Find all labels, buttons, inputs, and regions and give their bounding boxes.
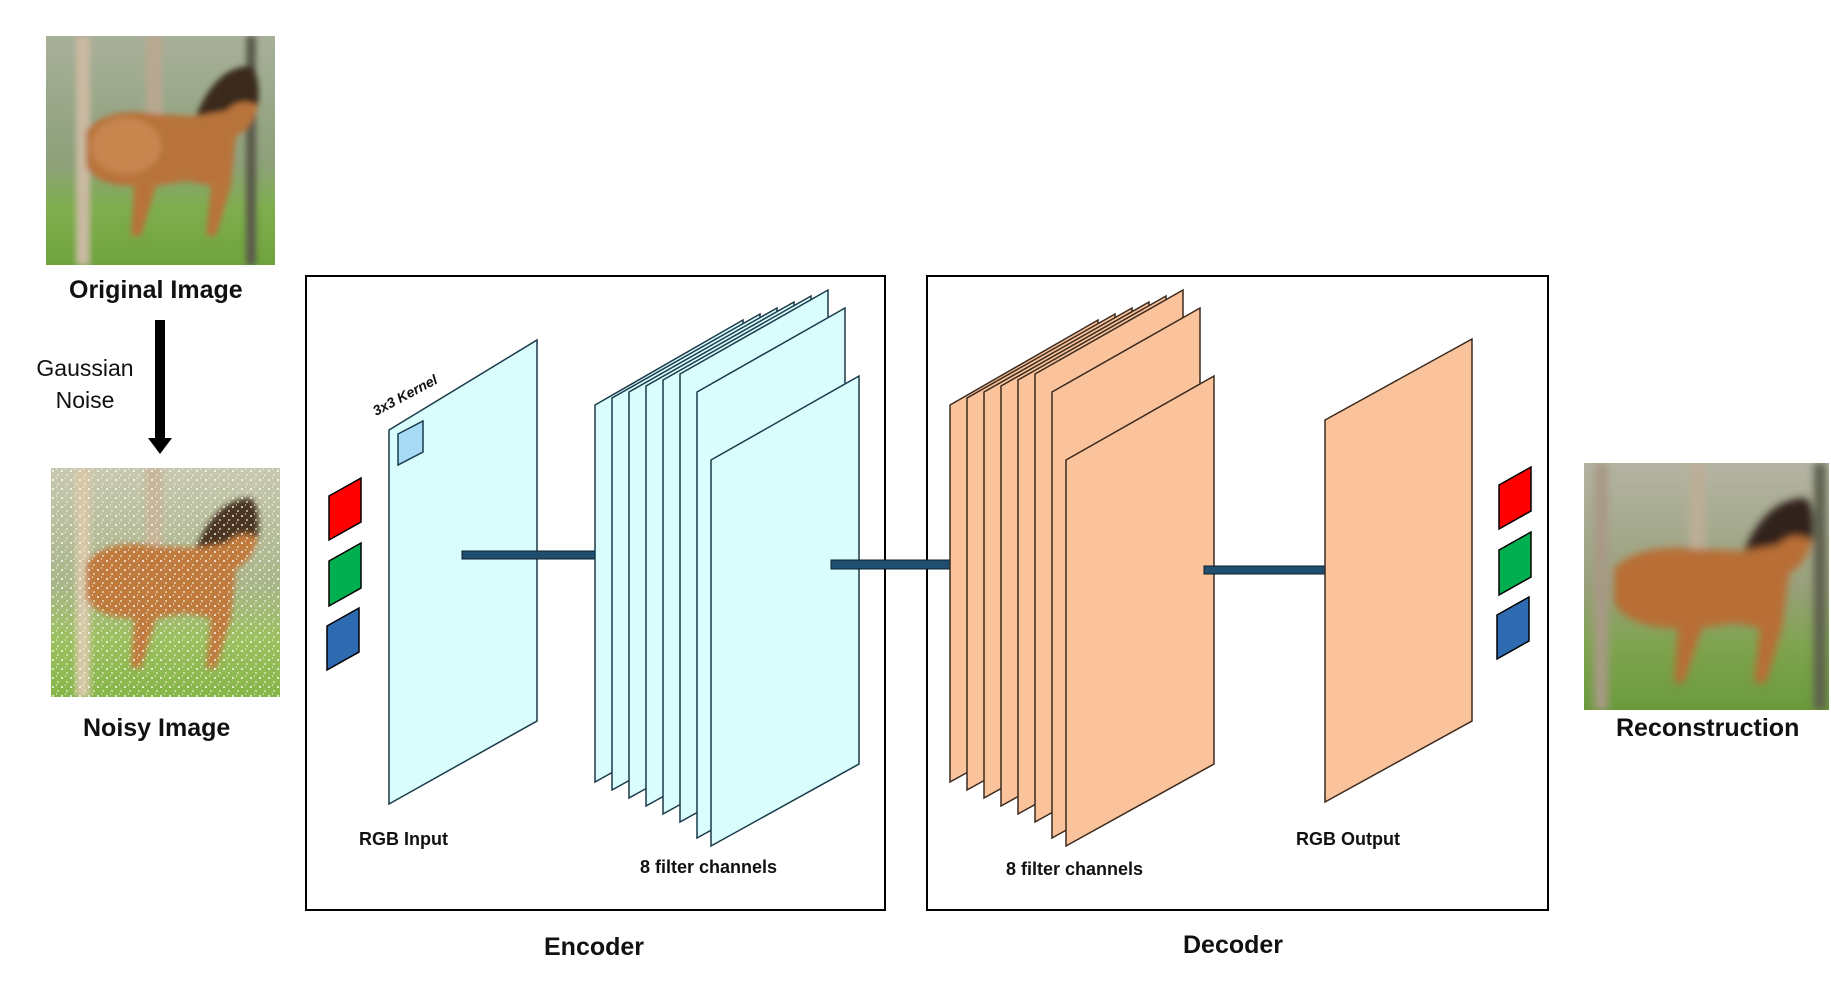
encoder-box <box>305 275 886 911</box>
output-channel-blue <box>1496 595 1530 661</box>
input-channel-blue <box>326 606 360 672</box>
output-channel-green <box>1498 530 1532 597</box>
rgb-input-label: RGB Input <box>359 829 448 849</box>
reconstruction-label: Reconstruction <box>1616 714 1800 742</box>
original-image-photo <box>46 36 275 265</box>
decoder-channels-label: 8 filter channels <box>1006 859 1144 879</box>
decoder-label: Decoder <box>1183 931 1284 959</box>
rgb-input-plane <box>388 338 538 806</box>
input-channel-red <box>328 476 362 542</box>
gaussian-noise-label: Gaussian Noise <box>29 352 141 416</box>
noisy-image-label: Noisy Image <box>83 714 231 742</box>
input-channel-green <box>328 541 362 608</box>
reconstruction-photo <box>1584 463 1829 710</box>
encoder-label: Encoder <box>544 933 645 961</box>
decoder-box <box>926 275 1549 911</box>
output-channel-red <box>1498 465 1532 531</box>
kernel-square <box>397 419 424 467</box>
encoder-filter-stack <box>594 288 860 848</box>
noisy-image-photo <box>51 468 280 697</box>
rgb-output-label: RGB Output <box>1296 829 1400 849</box>
gaussian-noise-line1: Gaussian <box>36 355 134 381</box>
rgb-output-plane <box>1324 337 1473 804</box>
decoder-filter-stack <box>949 288 1215 848</box>
original-image-label: Original Image <box>69 276 243 304</box>
encoder-channels-label: 8 filter channels <box>640 857 778 877</box>
gaussian-noise-arrow <box>148 320 172 454</box>
gaussian-noise-line2: Noise <box>55 387 115 413</box>
encoder-connector <box>461 550 597 560</box>
decoder-connector <box>1203 565 1326 575</box>
